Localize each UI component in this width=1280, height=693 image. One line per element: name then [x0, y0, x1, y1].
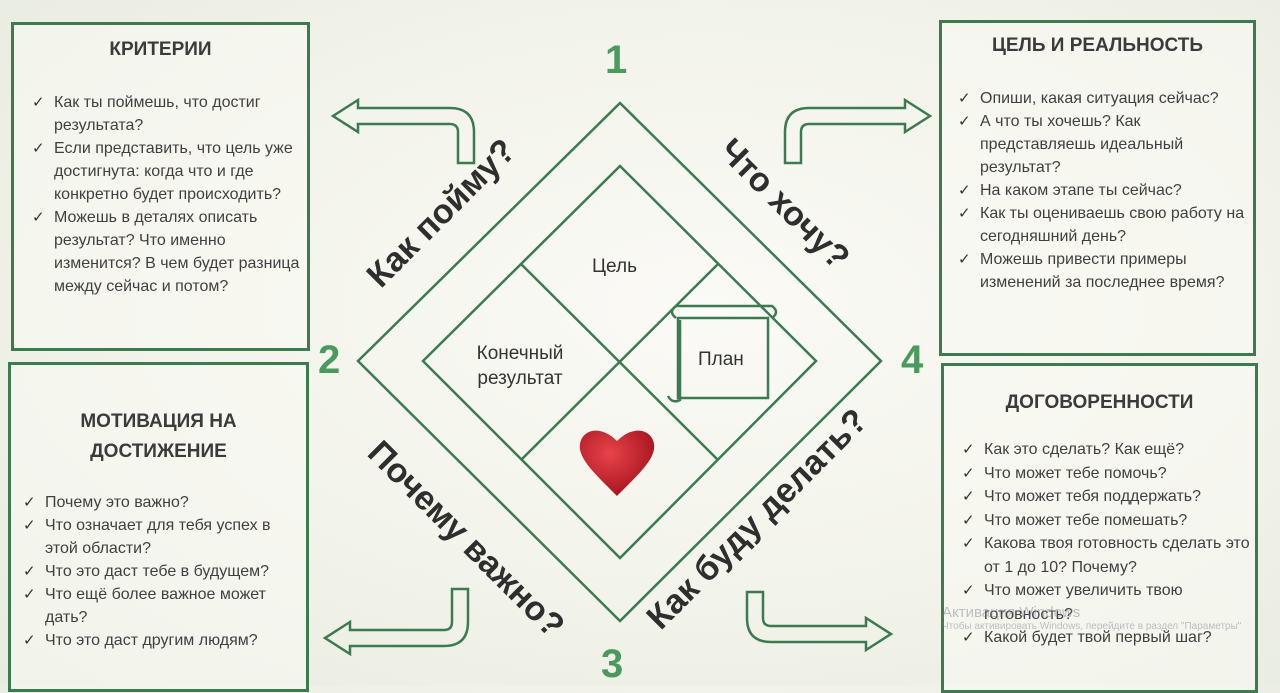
- step-number-1: 1: [605, 38, 628, 82]
- agreements-box: ДОГОВОРЕННОСТИ Как это сделать? Как ещё?…: [941, 363, 1258, 693]
- list-item: Что может увеличить твою готовность?: [954, 579, 1255, 626]
- agreements-title: ДОГОВОРЕННОСТИ: [1005, 392, 1194, 413]
- label-end-result-line1: Конечный: [476, 343, 564, 364]
- agreements-list: Как это сделать? Как ещё? Что может тебе…: [944, 438, 1255, 650]
- list-item: Опиши, какая ситуация сейчас?: [950, 87, 1253, 110]
- list-item: Какова твоя готовность сделать это от 1 …: [954, 532, 1255, 579]
- label-end-result-line2: результат: [477, 368, 563, 389]
- motivation-box: МОТИВАЦИЯ НА ДОСТИЖЕНИЕ Почему это важно…: [8, 362, 309, 692]
- heart-icon: [579, 430, 655, 496]
- motivation-list: Почему это важно? Что означает для тебя …: [11, 491, 306, 652]
- scroll-icon: [666, 304, 778, 403]
- criteria-title: КРИТЕРИИ: [109, 39, 212, 60]
- goal-reality-box: ЦЕЛЬ И РЕАЛЬНОСТЬ Опиши, какая ситуация …: [939, 20, 1256, 356]
- watermark-line2: Чтобы активировать Windows, перейдите в …: [942, 621, 1242, 632]
- criteria-list: Как ты поймешь, что достиг результата? Е…: [14, 91, 307, 298]
- list-item: Можешь в деталях описать результат? Что …: [24, 206, 307, 298]
- inner-divider-2: [520, 263, 719, 461]
- motivation-title: МОТИВАЦИЯ НА ДОСТИЖЕНИЕ: [80, 411, 237, 462]
- step-number-2: 2: [318, 338, 341, 382]
- watermark-line1: Активация Windows: [942, 604, 1081, 621]
- goal-reality-title: ЦЕЛЬ И РЕАЛЬНОСТЬ: [991, 35, 1204, 56]
- label-plan: План: [698, 349, 744, 370]
- list-item: Что может тебе помешать?: [954, 509, 1255, 533]
- inner-diamond: [421, 164, 818, 560]
- activation-watermark: Активация Windows Чтобы активировать Win…: [942, 604, 1242, 632]
- label-goal: Цель: [592, 256, 637, 277]
- goal-reality-list: Опиши, какая ситуация сейчас? А что ты х…: [942, 87, 1253, 294]
- list-item: Как ты оцениваешь свою работу на сегодня…: [950, 202, 1253, 248]
- list-item: Что означает для тебя успех в этой облас…: [15, 514, 306, 560]
- list-item: Что это даст тебе в будущем?: [15, 560, 306, 583]
- list-item: Что может тебе помочь?: [954, 462, 1255, 486]
- arrow-icon: [330, 97, 476, 165]
- criteria-box: КРИТЕРИИ Как ты поймешь, что достиг резу…: [11, 22, 310, 351]
- list-item: Как ты поймешь, что достиг результата?: [24, 91, 307, 137]
- step-number-4: 4: [901, 338, 924, 382]
- list-item: Можешь привести примеры изменений за пос…: [950, 248, 1253, 294]
- list-item: Что ещё более важное может дать?: [15, 583, 306, 629]
- list-item: Что это даст другим людям?: [15, 629, 306, 652]
- list-item: А что ты хочешь? Как представляешь идеал…: [950, 110, 1253, 179]
- list-item: На каком этапе ты сейчас?: [950, 179, 1253, 202]
- step-number-3: 3: [601, 642, 624, 686]
- label-end-result: Конечный результат: [460, 341, 580, 391]
- list-item: Почему это важно?: [15, 491, 306, 514]
- list-item: Если представить, что цель уже достигнут…: [24, 137, 307, 206]
- arrow-icon: [322, 587, 470, 657]
- list-item: Какой будет твой первый шаг?: [954, 626, 1255, 650]
- outer-diamond: [356, 101, 883, 623]
- arrow-icon: [783, 97, 933, 165]
- list-item: Как это сделать? Как ещё?: [954, 438, 1255, 462]
- arrow-icon: [745, 590, 894, 653]
- list-item: Что может тебя поддержать?: [954, 485, 1255, 509]
